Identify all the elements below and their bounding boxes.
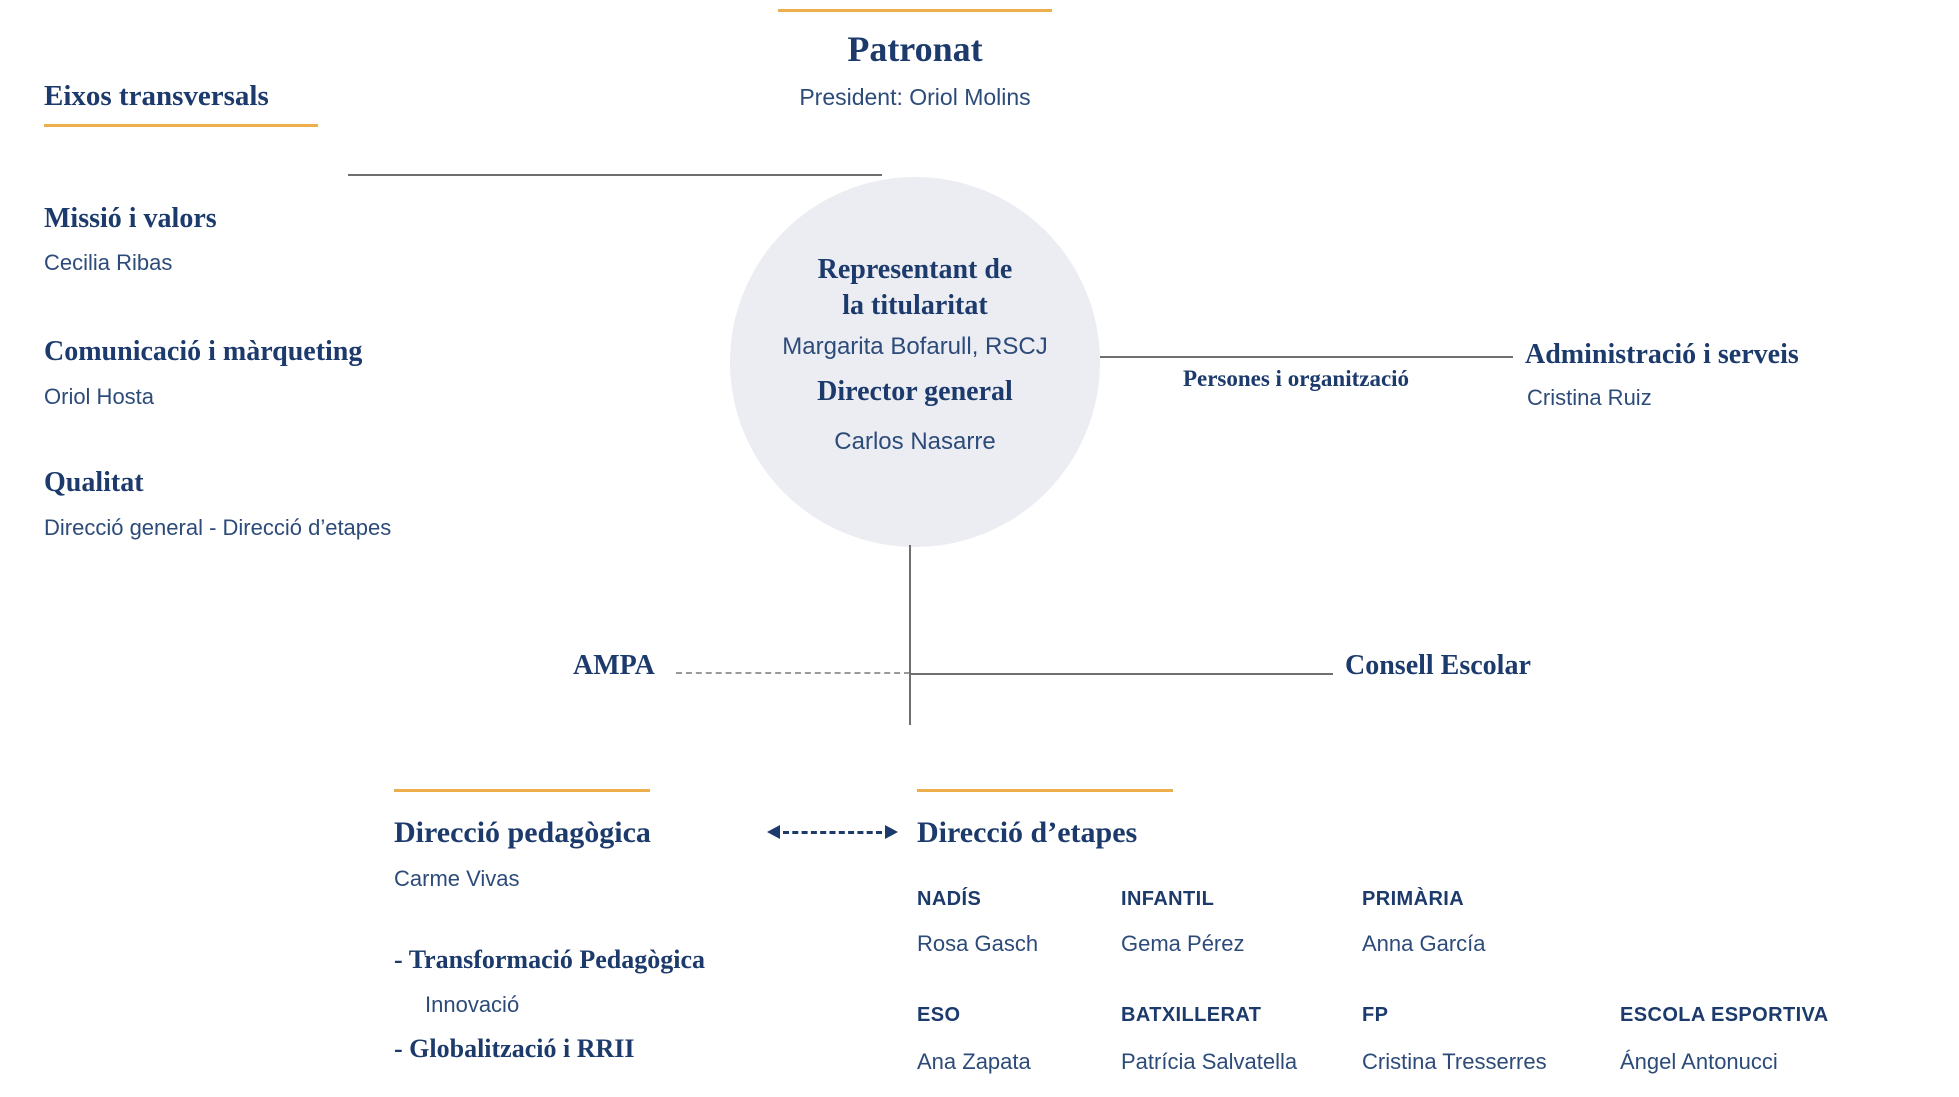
- connector-ampa-dashed-line: [676, 672, 910, 674]
- eixos-item-qualitat-person: Direcció general - Direcció d’etapes: [44, 515, 392, 540]
- patronat-accent-line: [778, 9, 1052, 12]
- central-person-titularitat: Margarita Bofarull, RSCJ: [782, 333, 1048, 360]
- consell-escolar-label: Consell Escolar: [1345, 650, 1531, 681]
- central-role-titularitat: Representant de la titularitat: [740, 252, 1090, 324]
- central-role-line1: Representant de: [817, 254, 1013, 285]
- central-circle: [730, 177, 1100, 547]
- etapes-cell-person-nadis: Rosa Gasch: [917, 931, 1039, 956]
- central-role-line2: la titularitat: [842, 290, 988, 321]
- eixos-accent-line: [44, 124, 318, 127]
- eixos-item-comunicacio-title: Comunicació i màrqueting: [44, 336, 363, 367]
- administracio-title: Administració i serveis: [1525, 339, 1799, 370]
- patronat-title: Patronat: [847, 29, 983, 69]
- eixos-item-comunicacio-person: Oriol Hosta: [44, 384, 155, 409]
- etapes-cell-label-eso: ESO: [917, 1004, 961, 1026]
- pedagogica-item-transformacio: - Transformació Pedagògica: [394, 945, 705, 974]
- etapes-cell-label-esportiva: ESCOLA ESPORTIVA: [1620, 1004, 1829, 1026]
- etapes-cell-person-infantil: Gema Pérez: [1121, 931, 1245, 956]
- central-role-director: Director general: [817, 376, 1013, 407]
- etapes-cell-person-primaria: Anna García: [1362, 931, 1486, 956]
- connector-consell-line: [910, 673, 1333, 675]
- pedagogica-title: Direcció pedagògica: [394, 816, 651, 849]
- etapes-accent-line: [917, 789, 1173, 792]
- pedagogica-accent-line: [394, 789, 650, 792]
- arrow-dashed-shaft: [783, 830, 882, 834]
- etapes-title: Direcció d’etapes: [917, 816, 1138, 849]
- etapes-cell-person-batxillerat: Patrícia Salvatella: [1121, 1049, 1298, 1074]
- eixos-item-missio-person: Cecilia Ribas: [44, 250, 173, 275]
- etapes-cell-label-nadis: NADÍS: [917, 888, 982, 910]
- connector-administracio-line: [1100, 356, 1513, 358]
- etapes-cell-label-primaria: PRIMÀRIA: [1362, 888, 1465, 910]
- etapes-cell-label-infantil: INFANTIL: [1121, 888, 1215, 910]
- pedagogica-person: Carme Vivas: [394, 866, 520, 891]
- arrow-right-head-icon: [885, 825, 898, 839]
- connector-eixos-line: [348, 174, 882, 176]
- etapes-cell-label-batxillerat: BATXILLERAT: [1121, 1004, 1262, 1026]
- connector-vertical-line: [909, 545, 911, 725]
- two-way-dashed-arrow: [767, 825, 898, 839]
- eixos-title: Eixos transversals: [44, 80, 269, 112]
- eixos-item-missio-title: Missió i valors: [44, 203, 217, 234]
- connector-persones-label: Persones i organització: [1182, 366, 1410, 391]
- etapes-cell-person-esportiva: Ángel Antonucci: [1620, 1049, 1778, 1074]
- pedagogica-item-globalitzacio: - Globalització i RRII: [394, 1034, 635, 1063]
- arrow-left-head-icon: [767, 825, 780, 839]
- pedagogica-item-innovacio: Innovació: [425, 992, 520, 1017]
- administracio-person: Cristina Ruiz: [1527, 385, 1652, 410]
- etapes-cell-person-fp: Cristina Tresserres: [1362, 1049, 1547, 1074]
- patronat-president: President: Oriol Molins: [799, 84, 1031, 110]
- etapes-cell-person-eso: Ana Zapata: [917, 1049, 1031, 1074]
- eixos-item-qualitat-title: Qualitat: [44, 467, 144, 498]
- central-person-director: Carlos Nasarre: [834, 428, 996, 455]
- ampa-label: AMPA: [573, 650, 655, 681]
- etapes-cell-label-fp: FP: [1362, 1004, 1389, 1026]
